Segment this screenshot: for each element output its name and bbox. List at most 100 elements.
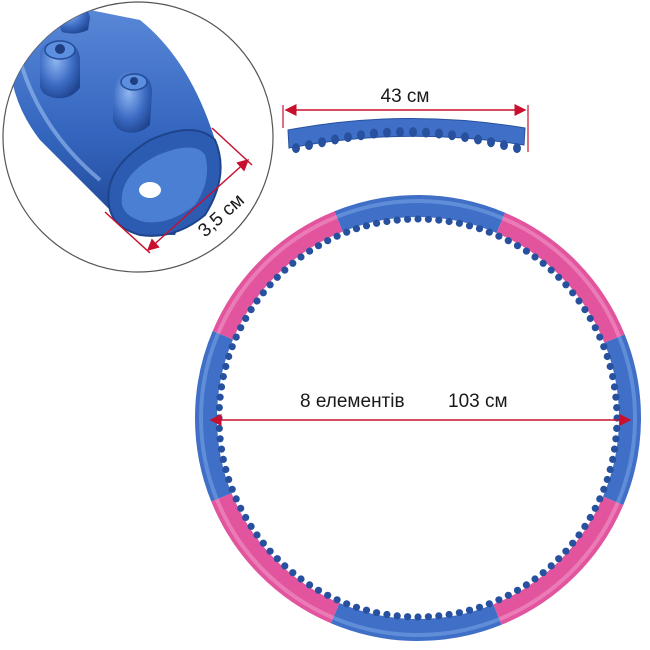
hoop-nub [253, 297, 261, 305]
segment-nub [357, 130, 365, 141]
hoop-nub [609, 373, 617, 381]
hoop-nub [297, 253, 305, 261]
hoop-nub [606, 465, 614, 474]
detail-closeup: 3,5 см [2, 1, 274, 273]
hoop-nub [324, 591, 332, 599]
hoop-diameter-label: 103 см [448, 391, 508, 412]
hoop-nub [228, 485, 236, 493]
hoop-segment-pink [211, 493, 340, 624]
hoop-segment-highlight [335, 199, 504, 221]
grip-nub-2 [112, 71, 152, 133]
hoop-nub [424, 215, 432, 223]
hoop-nub [455, 219, 463, 227]
hoop-nub [531, 575, 539, 583]
hoop-nub [581, 306, 589, 314]
segment-nub [318, 137, 326, 148]
hoop-nub [485, 600, 493, 608]
hoop-nub [314, 586, 323, 594]
hoop-nub [610, 445, 619, 453]
segment-nub [305, 140, 313, 151]
hoop-segment-pink [212, 211, 343, 340]
element-count-label: 8 елементів [300, 391, 405, 412]
hoop-segment-blue [334, 195, 506, 234]
hoop-nub [465, 606, 474, 614]
hoop-nub [569, 289, 577, 297]
hoop-nub [414, 613, 422, 621]
hoop-nub [555, 273, 563, 281]
hoop-nub [603, 475, 611, 484]
hoop-nub [475, 603, 484, 611]
hoop-nub [383, 217, 391, 226]
hoop-dimension: 8 елементів 103 см [209, 391, 632, 426]
hoop-nub [606, 362, 614, 371]
segment-nub [383, 127, 391, 138]
hoop-nub [281, 266, 289, 274]
hoop-nub [539, 569, 547, 577]
hoop-nub [575, 531, 583, 539]
hoop-nub [289, 569, 297, 577]
hoop-nub [306, 247, 314, 255]
hoop-nub [612, 393, 620, 401]
hoop-nub [513, 586, 522, 594]
segment-nub [331, 134, 339, 145]
hoop-nub [225, 475, 233, 484]
hoop-nub [600, 343, 608, 351]
hoop-nub [586, 314, 594, 323]
hoop-nub [610, 383, 619, 391]
hoop-nub [343, 600, 351, 608]
hoop-nub [352, 603, 361, 611]
segment-nub [435, 128, 443, 139]
hoop-nub [222, 465, 230, 474]
hoop-nub [297, 575, 305, 583]
segment-nub [370, 128, 378, 139]
hoop-segment-highlight [498, 502, 620, 622]
hoop-nub [352, 225, 361, 233]
hoop-nub [596, 495, 604, 503]
hoop-nub [596, 333, 604, 341]
segment-nub [448, 130, 456, 141]
hoop-nub [393, 612, 401, 620]
hoop-nub [232, 495, 240, 503]
segment-nub [344, 132, 352, 143]
hoop-nub [445, 217, 453, 226]
hoop-nub [373, 219, 381, 227]
hoop-nubs [215, 215, 621, 621]
hoop-nub [455, 609, 463, 617]
hoop-nub [603, 352, 611, 361]
hoop-nub [333, 596, 341, 604]
hoop-nub [373, 609, 381, 617]
hoop-nub [266, 547, 274, 555]
hoop-nub [219, 373, 227, 381]
segment-nub [474, 134, 482, 145]
hoop: 8 елементів 103 см [195, 195, 641, 641]
hoop-nub [569, 539, 577, 547]
hoop-nub [273, 273, 281, 281]
hoop-nub [613, 404, 621, 412]
hoop-nub [504, 237, 512, 245]
hoop-nub [404, 215, 412, 223]
hoop-nub [435, 612, 443, 620]
hoop-nub [393, 216, 401, 224]
hoop-nub [547, 562, 555, 570]
segment-nub [487, 137, 495, 148]
hoop-nub [424, 613, 432, 621]
hoop-nub [259, 539, 267, 547]
hoop-nub [600, 485, 608, 493]
hoop-nub [513, 242, 522, 250]
hoop-nub [237, 324, 245, 332]
hoop-segment-highlight [502, 216, 622, 338]
hoop-nub [259, 289, 267, 297]
segment-nub [500, 140, 508, 151]
hoop-nub [562, 281, 570, 289]
hoop-nub [522, 581, 531, 589]
hoop-nub [343, 228, 351, 236]
hoop-nub [539, 259, 547, 267]
hoop-nub [383, 610, 391, 619]
hoop-nub [465, 222, 474, 230]
hoop-nub [404, 613, 412, 621]
hoop-nub [289, 259, 297, 267]
hoop-nub [504, 591, 512, 599]
hoop-nub [591, 504, 599, 512]
hoop-nub [247, 306, 255, 314]
hoop-nub [531, 253, 539, 261]
